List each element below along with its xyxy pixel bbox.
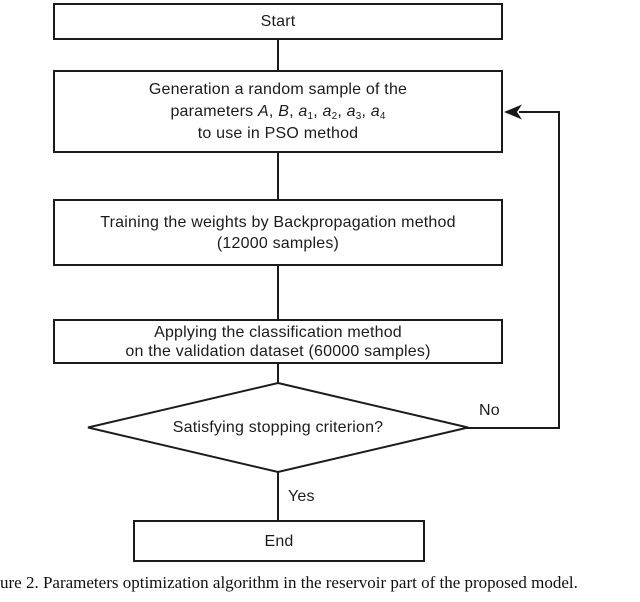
edge-label-yes: Yes <box>288 488 315 505</box>
node-applying-line2: on the validation dataset (60000 samples… <box>125 342 431 360</box>
node-applying-line1: Applying the classification method <box>154 323 402 341</box>
loop-arrowhead-icon <box>504 104 522 120</box>
node-end: End <box>133 520 425 562</box>
node-generation-line2: parameters A, B, a1, a2, a3, a4 <box>170 101 385 123</box>
node-start: Start <box>53 3 503 40</box>
parameters-prefix: parameters <box>170 102 259 120</box>
node-applying-classification: Applying the classification method on th… <box>53 319 503 364</box>
node-generation-line1: Generation a random sample of the <box>148 80 408 98</box>
node-start-label: Start <box>260 13 296 30</box>
node-training-weights: Training the weights by Backpropagation … <box>53 199 503 266</box>
loop-back-line-no <box>466 111 560 429</box>
node-decision-label: Satisfying stopping criterion? <box>88 383 468 472</box>
node-training-line1: Training the weights by Backpropagation … <box>100 213 456 231</box>
node-end-label: End <box>264 532 294 550</box>
parameter-list: A, B, a1, a2, a3, a4 <box>258 102 386 122</box>
edge-label-no: No <box>479 402 500 419</box>
decision-question: Satisfying stopping criterion? <box>172 418 384 436</box>
node-generation-line3: to use in PSO method <box>197 124 359 142</box>
node-generation-sample: Generation a random sample of the parame… <box>53 70 503 153</box>
decision-diamond <box>87 381 469 474</box>
node-training-line2: (12000 samples) <box>216 234 340 252</box>
figure-caption: ure 2. Parameters optimization algorithm… <box>0 573 578 592</box>
